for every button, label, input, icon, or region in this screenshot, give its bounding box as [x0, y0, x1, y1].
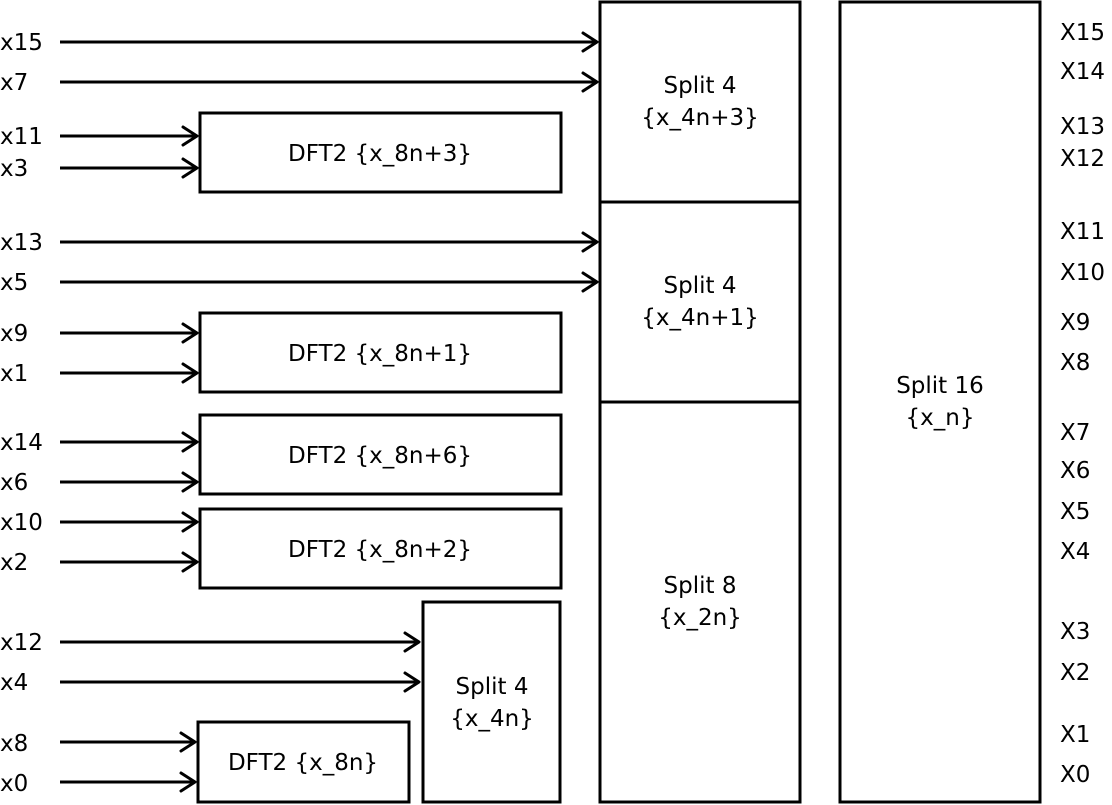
- output-X5: X5: [1060, 499, 1090, 525]
- input-x0: x0: [0, 771, 28, 797]
- split4-4n-label-line1: Split 4: [456, 674, 529, 700]
- arrow-x15: [60, 31, 599, 53]
- input-x1: x1: [0, 361, 28, 387]
- arrow-x12: [60, 631, 421, 653]
- dft2-8n6-block: [198, 413, 563, 496]
- arrow-x0: [60, 771, 197, 793]
- arrow-x14: [60, 431, 199, 453]
- output-X9: X9: [1060, 310, 1090, 336]
- input-x6: x6: [0, 470, 28, 496]
- split4-4n1-block: [598, 200, 802, 404]
- arrow-x8: [60, 731, 197, 753]
- input-x11: x11: [0, 124, 43, 150]
- input-x15: x15: [0, 30, 43, 56]
- input-x12: x12: [0, 630, 43, 656]
- split4-4n3-block: [598, 0, 802, 204]
- arrow-x4: [60, 671, 421, 693]
- input-x9: x9: [0, 321, 28, 347]
- split16-n-label-line1: Split 16: [896, 373, 984, 399]
- output-X0: X0: [1060, 762, 1090, 788]
- arrow-x9: [60, 322, 199, 344]
- output-X2: X2: [1060, 660, 1090, 686]
- dft2-8n1-block: [198, 311, 563, 394]
- split4-4n1-label-line1: Split 4: [664, 273, 737, 299]
- split16-n-block: [838, 0, 1042, 804]
- dft2-8n6-label: DFT2 {x_8n+6}: [288, 443, 472, 469]
- arrow-x1: [60, 362, 199, 384]
- input-x13: x13: [0, 230, 43, 256]
- split8-2n-block: [598, 400, 802, 804]
- output-X14: X14: [1060, 59, 1105, 85]
- split8-2n-label-line2: {x_2n}: [658, 605, 742, 631]
- split4-4n3-label-line2: {x_4n+3}: [641, 105, 759, 131]
- split4-4n-block: [421, 600, 562, 804]
- output-X13: X13: [1060, 114, 1105, 140]
- split4-4n-label-line2: {x_4n}: [450, 706, 534, 732]
- split8-2n-label-line1: Split 8: [664, 573, 737, 599]
- arrow-x2: [60, 551, 199, 573]
- split16-n-label-line2: {x_n}: [906, 405, 975, 431]
- output-X1: X1: [1060, 722, 1090, 748]
- output-X11: X11: [1060, 219, 1105, 245]
- input-x7: x7: [0, 70, 28, 96]
- input-x10: x10: [0, 510, 43, 536]
- arrow-x5: [60, 271, 599, 293]
- dft2-8n1-label: DFT2 {x_8n+1}: [288, 341, 472, 367]
- output-X12: X12: [1060, 146, 1105, 172]
- arrow-x6: [60, 471, 199, 493]
- output-X4: X4: [1060, 539, 1090, 565]
- arrow-x11: [60, 125, 199, 147]
- arrow-x10: [60, 511, 199, 533]
- input-x2: x2: [0, 550, 28, 576]
- output-X8: X8: [1060, 350, 1090, 376]
- output-X3: X3: [1060, 619, 1090, 645]
- dft2-8n3-label: DFT2 {x_8n+3}: [288, 141, 472, 167]
- input-x8: x8: [0, 731, 28, 757]
- arrow-x13: [60, 231, 599, 253]
- dft2-8n-block: [196, 720, 411, 804]
- dft2-8n3-block: [198, 111, 563, 194]
- input-x5: x5: [0, 270, 28, 296]
- output-X7: X7: [1060, 420, 1090, 446]
- dft2-8n-label: DFT2 {x_8n}: [228, 750, 378, 776]
- output-X10: X10: [1060, 260, 1105, 286]
- arrow-x3: [60, 157, 199, 179]
- input-x4: x4: [0, 670, 28, 696]
- dft2-8n2-label: DFT2 {x_8n+2}: [288, 537, 472, 563]
- output-X15: X15: [1060, 20, 1105, 46]
- arrow-x7: [60, 71, 599, 93]
- split4-4n1-label-line2: {x_4n+1}: [641, 305, 759, 331]
- dft2-8n2-block: [198, 507, 563, 590]
- split4-4n3-label-line1: Split 4: [664, 73, 737, 99]
- input-x14: x14: [0, 430, 43, 456]
- output-X6: X6: [1060, 458, 1090, 484]
- input-x3: x3: [0, 156, 28, 182]
